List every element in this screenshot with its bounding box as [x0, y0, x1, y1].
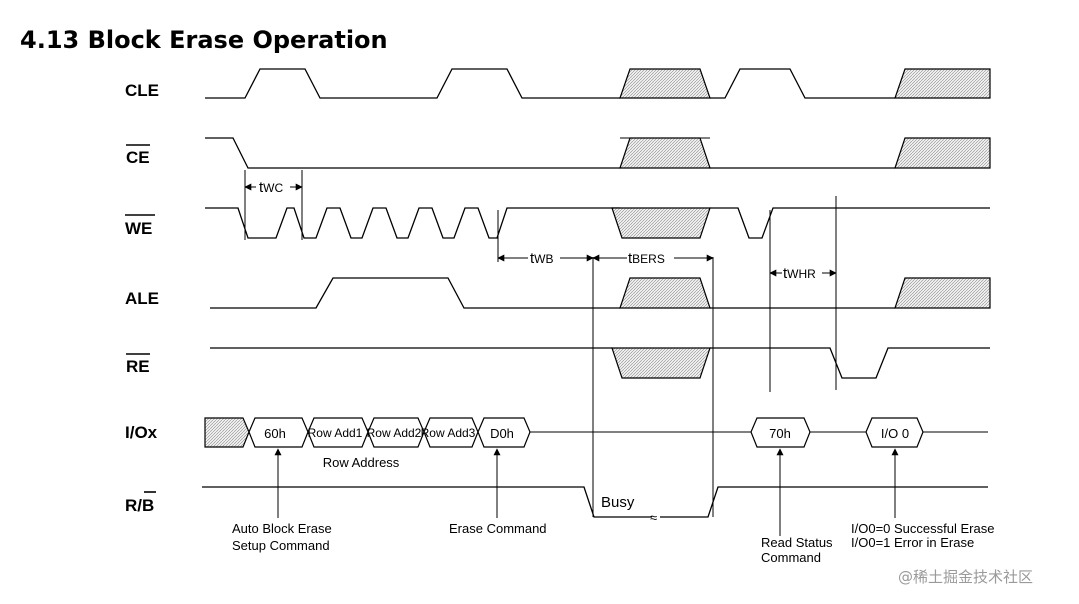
tbers-sub: BERS	[632, 252, 665, 266]
signal-label-re: RE	[126, 357, 150, 376]
timing-twhr: tWHR	[769, 265, 837, 282]
setup-command-label-1: Auto Block Erase	[232, 521, 332, 536]
twc-t: t	[259, 179, 264, 196]
waveform-rb	[202, 257, 988, 518]
io-byte-row-add1: Row Add1	[308, 426, 363, 440]
page-title: 4.13 Block Erase Operation	[20, 26, 388, 54]
io0-success-label: I/O0=0 Successful Erase	[851, 521, 994, 536]
watermark: @稀土掘金技术社区	[898, 568, 1033, 586]
io-byte-io0: I/O 0	[881, 426, 909, 441]
io-byte-70h: 70h	[769, 426, 791, 441]
signal-label-rb-b: B	[142, 496, 154, 515]
io-byte-row-add2: Row Add2	[367, 426, 422, 440]
annotation-arrows	[274, 448, 899, 536]
signal-label-rb: R/B	[125, 496, 154, 515]
signal-label-rb-r: R/	[125, 496, 142, 515]
svg-text:tWB: tWB	[530, 250, 554, 267]
svg-text:tBERS: tBERS	[628, 250, 665, 267]
signal-label-ale: ALE	[125, 289, 159, 308]
signal-label-io: I/Ox	[125, 423, 158, 442]
io0-error-label: I/O0=1 Error in Erase	[851, 535, 974, 550]
waveform-ale	[210, 277, 991, 309]
io-byte-d0h: D0h	[490, 426, 514, 441]
twb-t: t	[530, 250, 535, 267]
timing-twc: tWC	[244, 179, 303, 196]
waveform-io	[204, 417, 988, 448]
signal-label-we: WE	[125, 219, 152, 238]
twhr-sub: WHR	[787, 267, 816, 281]
svg-text:tWHR: tWHR	[783, 265, 816, 282]
waveform-ce	[205, 137, 991, 169]
twc-sub: WC	[263, 181, 283, 195]
erase-command-label: Erase Command	[449, 521, 547, 536]
waveform-we	[205, 170, 990, 392]
break-mark: ≈	[650, 510, 657, 525]
tbers-t: t	[628, 250, 633, 267]
read-status-label-1: Read Status	[761, 535, 833, 550]
io-byte-60h: 60h	[264, 426, 286, 441]
timing-twb: tWB	[497, 250, 594, 267]
waveform-cle	[205, 68, 991, 99]
busy-label: Busy	[601, 494, 635, 511]
row-address-label: Row Address	[323, 455, 400, 470]
read-status-label-2: Command	[761, 550, 821, 565]
signal-label-ce: CE	[126, 148, 150, 167]
timing-tbers: tBERS	[592, 250, 714, 267]
setup-command-label-2: Setup Command	[232, 538, 330, 553]
signal-label-cle: CLE	[125, 81, 159, 100]
svg-text:tWC: tWC	[259, 179, 283, 196]
waveform-re	[210, 196, 990, 390]
twhr-t: t	[783, 265, 788, 282]
twb-sub: WB	[534, 252, 553, 266]
io-byte-row-add3: Row Add3	[421, 426, 476, 440]
